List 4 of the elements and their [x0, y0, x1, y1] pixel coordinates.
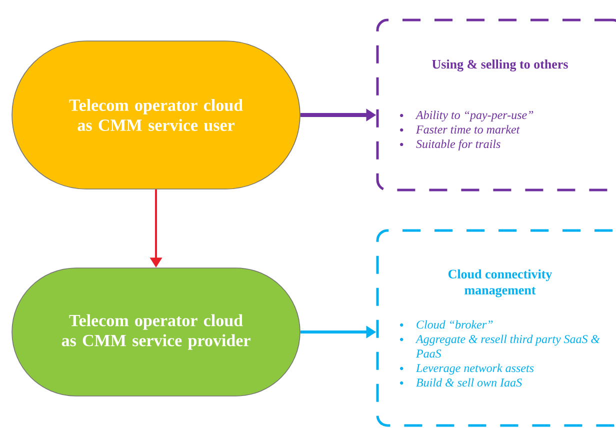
rounded-pill: Telecom operator cloud as CMM service user [12, 40, 300, 190]
dashed-panel: Using & selling to others Ability to “pay-per-use” Faster time to market Suitable for trails [376, 18, 616, 192]
rounded-pill: Telecom operator cloud as CMM service provider [12, 268, 300, 396]
dashed-panel: Cloud connectivity management Cloud “broker” Aggregate & resell third party SaaS & PaaS Leverage network assets Build & sell own IaaS [376, 229, 616, 427]
